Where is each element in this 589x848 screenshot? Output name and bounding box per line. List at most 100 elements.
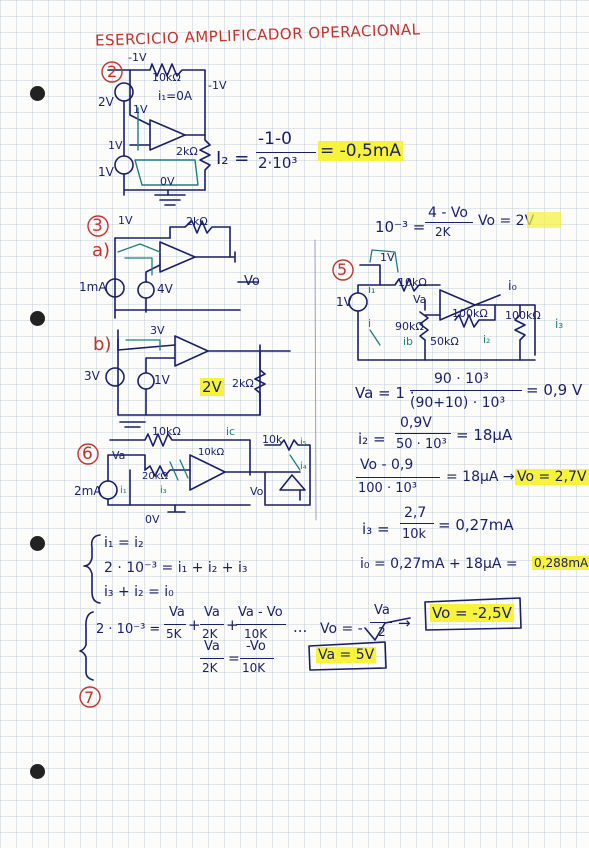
- term-denominator: 10K: [242, 661, 266, 675]
- step-numerator: 90 · 10³: [434, 371, 489, 387]
- circuit-label: 90kΩ: [395, 320, 424, 333]
- ellipsis: ...: [293, 618, 308, 636]
- circuit-label: Vo: [244, 274, 260, 289]
- step-highlight: 0,288mA: [532, 556, 589, 570]
- equation-numerator: 4 - Vo: [428, 205, 468, 221]
- circuit-label: -1V: [128, 51, 147, 64]
- circuit-label: 1V: [380, 251, 395, 264]
- equation-denominator: 2K: [435, 225, 451, 239]
- step-result: = 0,9 V: [526, 381, 583, 399]
- system-line: 2 · 10⁻³ = i₁ + i₂ + i₃: [104, 560, 248, 576]
- part-tag: a): [92, 240, 111, 261]
- step-numerator: 0,9V: [400, 415, 432, 431]
- circuit-ex2: [107, 63, 211, 206]
- exercise-circle: [101, 61, 123, 83]
- exercise-number: 7: [84, 688, 95, 707]
- step-lhs: i₃ =: [362, 520, 390, 538]
- binder-hole: [30, 86, 45, 101]
- circuit-label: ib: [403, 335, 414, 348]
- step-denominator: 100 · 10³: [358, 481, 417, 496]
- exercise-circle: [332, 259, 354, 281]
- circuit-label: 10k: [262, 433, 283, 446]
- circuit-label: 0V: [160, 175, 175, 188]
- circuit-label: 3V: [150, 324, 165, 337]
- circuit-label: 3V: [84, 369, 100, 383]
- equation-result: = -0,5mA: [318, 141, 404, 161]
- circuit-ex3b: [105, 329, 291, 428]
- circuit-label: i₃: [160, 485, 167, 496]
- column-divider: [314, 239, 317, 521]
- circuit-label: 100kΩ: [505, 309, 541, 322]
- circuit-label: 4V: [157, 282, 173, 296]
- term-denominator: 2K: [202, 627, 218, 641]
- circuit-label: 1V: [98, 165, 114, 179]
- circuit-label: 10kΩ: [198, 447, 225, 458]
- circuit-label: i: [368, 317, 372, 330]
- term-denominator: 5K: [166, 627, 182, 641]
- circuit-ex5: [348, 264, 536, 361]
- term-denominator: 2K: [202, 661, 218, 675]
- term-numerator: Va: [169, 605, 185, 620]
- step-denominator: (90+10) · 10³: [410, 395, 506, 411]
- term-numerator: Va: [204, 605, 220, 620]
- circuit-label: 2kΩ: [186, 215, 208, 228]
- vo-expression: Vo = -: [320, 621, 363, 637]
- term-denominator: 2: [378, 625, 386, 639]
- equation-lhs: I₂ =: [216, 148, 250, 169]
- exercise-number: 3: [92, 216, 103, 236]
- final-result-vo: Vo = -2,5V: [430, 604, 514, 622]
- circuit-label: 1mA: [79, 280, 107, 294]
- step-numerator: 2,7: [404, 505, 427, 521]
- step-result: = 18μA →: [446, 469, 515, 485]
- circuit-label: i₂: [483, 333, 491, 346]
- circuit-label: 50kΩ: [430, 335, 459, 348]
- circuit-label: Vo: [250, 485, 264, 498]
- term-denominator: 10K: [244, 627, 268, 641]
- circuit-label: 1V: [154, 373, 170, 387]
- exercise-number: 6: [82, 444, 93, 464]
- step-denominator: 10k: [402, 527, 427, 542]
- circuit-label: 1V: [108, 139, 123, 152]
- circuit-ex6: [98, 433, 311, 513]
- term-numerator: Va - Vo: [238, 605, 283, 620]
- highlight-mark: [527, 212, 561, 228]
- circuit-label: 100kΩ: [452, 307, 488, 320]
- binder-hole: [30, 311, 45, 326]
- equation-lhs: 10⁻³ =: [375, 218, 426, 236]
- step-lhs: Va = 1 ·: [355, 384, 415, 402]
- circuit-label: i₄: [300, 461, 307, 472]
- equation-denominator: 2·10³: [258, 154, 298, 172]
- circuit-label: 0V: [145, 513, 160, 526]
- circuit-label: i₁=0A: [158, 89, 193, 103]
- system-line: i₃ + i₂ = i₀: [104, 584, 174, 600]
- equals-sign: =: [228, 651, 240, 667]
- circuit-label: ic: [226, 425, 236, 438]
- circuit-label: 1V: [118, 214, 133, 227]
- step-result: = 18μA: [456, 426, 513, 444]
- exercise-number: 2: [107, 62, 118, 81]
- result-box-vo: [424, 597, 522, 631]
- step-line: i₀ = 0,27mA + 18μA =: [360, 556, 518, 572]
- circuit-label: 2kΩ: [176, 145, 198, 158]
- term-numerator: -Vo: [246, 639, 266, 654]
- equation-result: Vo = 2V: [478, 213, 535, 229]
- circuit-label: i₁: [368, 283, 376, 296]
- circuit-label: 10kΩ: [398, 276, 427, 289]
- step-denominator: 50 · 10³: [396, 437, 447, 452]
- circuit-label: i₃: [555, 317, 564, 331]
- circuit-label: i₁: [120, 485, 127, 496]
- circuit-label: 10kΩ: [152, 425, 181, 438]
- circuit-label: i₅: [300, 437, 307, 448]
- circuit-label: 1V: [133, 103, 148, 116]
- circuit-label: i₀: [508, 279, 517, 294]
- result-box-va: [308, 641, 387, 671]
- exercise-number: 5: [337, 260, 348, 279]
- circuit-label: Va: [413, 293, 427, 306]
- circuit-ex3a: [105, 220, 241, 319]
- part-tag: b): [93, 334, 112, 355]
- system-line: i₁ = i₂: [104, 535, 144, 551]
- step-lhs: i₂ =: [358, 430, 386, 448]
- circuit-output: 2V: [200, 378, 224, 396]
